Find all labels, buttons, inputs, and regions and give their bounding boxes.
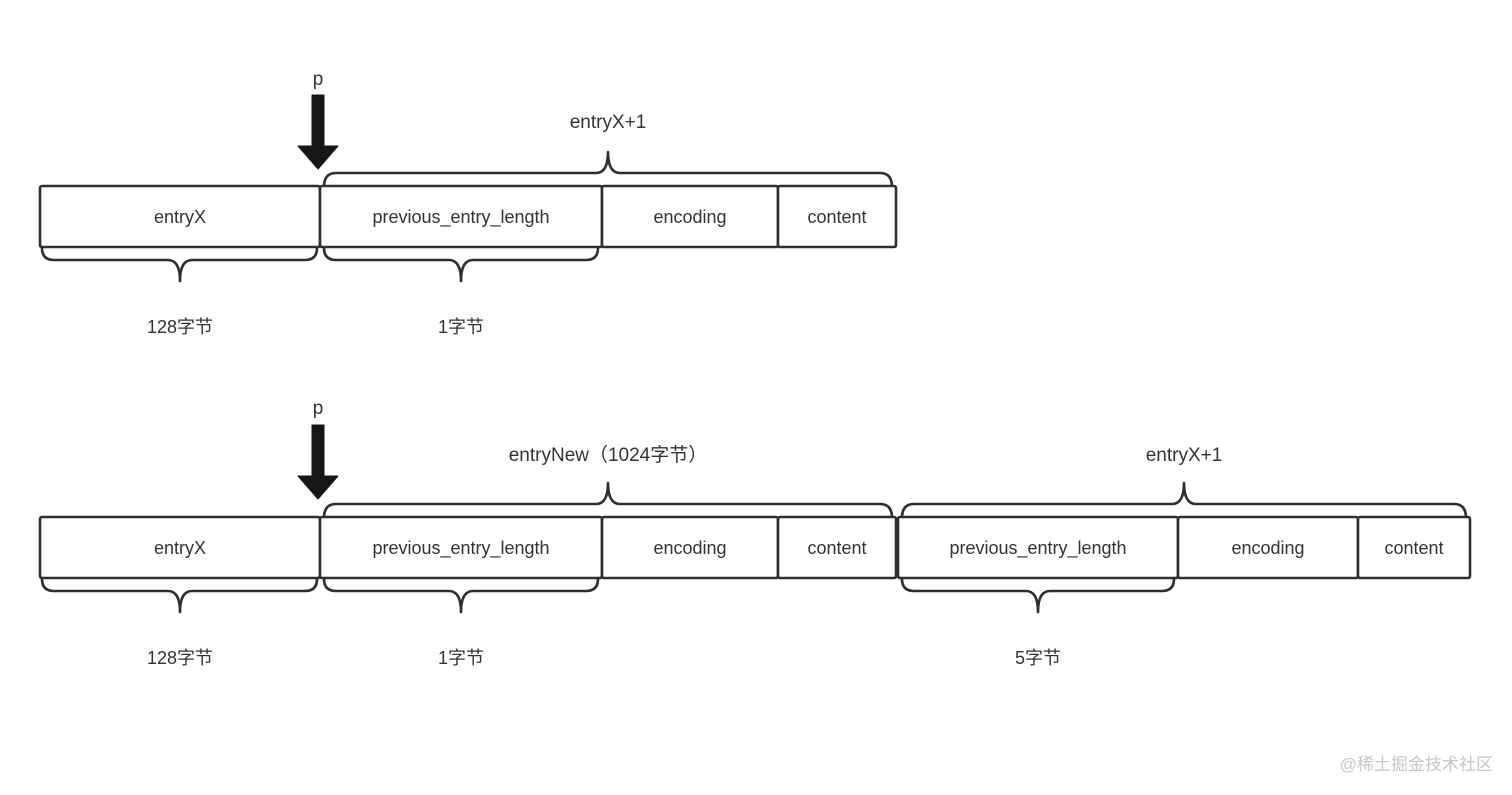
underbrace-previous-entry-length-1 [322, 577, 600, 614]
cell-label-previous-entry-length-1: previous_entry_length [372, 538, 549, 559]
underbrace-previous-entry-length [322, 246, 600, 283]
cell-label-encoding-1: encoding [653, 538, 726, 558]
cell-label-encoding: encoding [653, 207, 726, 227]
overbrace-entryx1 [322, 150, 894, 189]
group-label-entrynew: entryNew（1024字节） [509, 444, 708, 466]
cell-label-entryx: entryX [154, 538, 206, 558]
overbrace-entrynew [322, 481, 894, 520]
cell-content-1 [776, 515, 898, 580]
top-diagram: p entryX+1 entryX previous_entry_length … [38, 69, 898, 337]
cell-label-entryx: entryX [154, 207, 206, 227]
pointer-label: p [313, 398, 324, 419]
size-label-previous-entry-length-1: 1字节 [438, 648, 484, 668]
cell-content-2 [1356, 515, 1472, 580]
cell-label-previous-entry-length-2: previous_entry_length [949, 538, 1126, 559]
cell-label-content: content [807, 207, 866, 227]
watermark: @稀土掘金技术社区 [1340, 755, 1493, 774]
pointer-label: p [313, 69, 324, 90]
pointer-arrow-icon [297, 94, 339, 170]
size-label-entryx: 128字节 [147, 317, 213, 337]
underbrace-entryx [40, 246, 319, 283]
overbrace-entryx1 [900, 481, 1468, 520]
underbrace-previous-entry-length-2 [900, 577, 1176, 614]
cell-content [776, 184, 898, 249]
cell-label-content-2: content [1384, 538, 1443, 558]
pointer-arrow-icon [297, 424, 339, 500]
size-label-previous-entry-length-2: 5字节 [1015, 648, 1061, 668]
cell-label-previous-entry-length: previous_entry_length [372, 207, 549, 228]
underbrace-entryx [40, 577, 319, 614]
group-label-entryx1: entryX+1 [570, 112, 647, 133]
cell-label-content-1: content [807, 538, 866, 558]
bottom-diagram: p entryNew（1024字节） entryX+1 entryX previ… [38, 398, 1472, 668]
size-label-entryx: 128字节 [147, 648, 213, 668]
cell-label-encoding-2: encoding [1231, 538, 1304, 558]
size-label-previous-entry-length: 1字节 [438, 317, 484, 337]
group-label-entryx1: entryX+1 [1146, 445, 1223, 466]
